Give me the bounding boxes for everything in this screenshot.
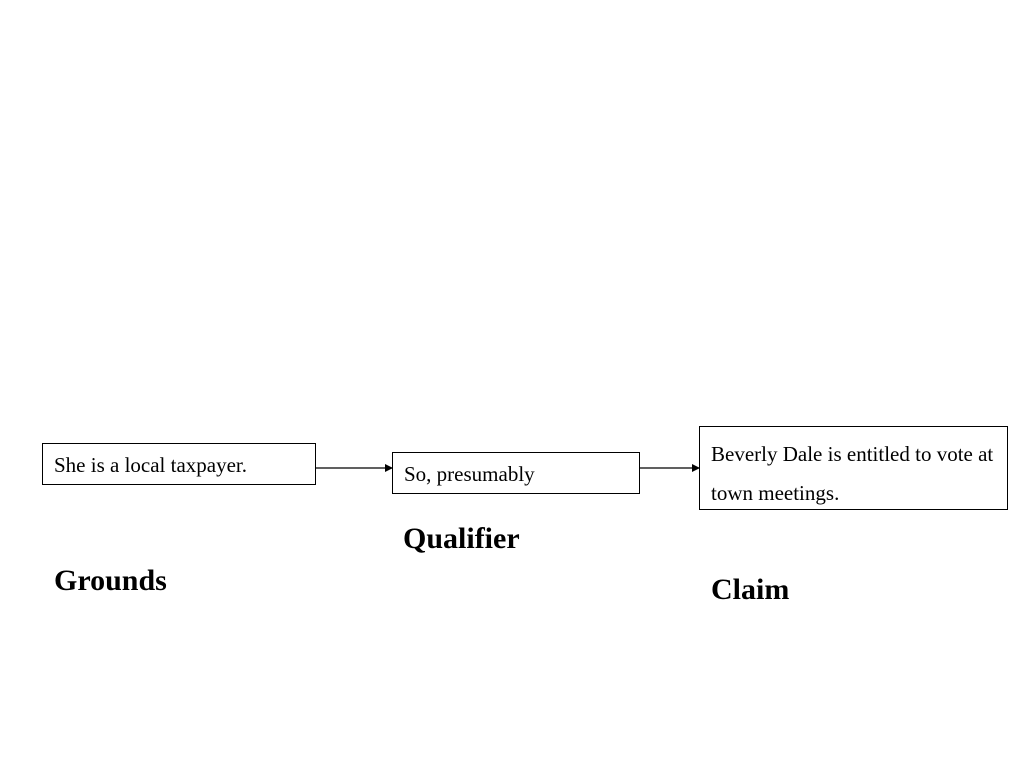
qualifier-box: So, presumably xyxy=(392,452,640,494)
grounds-text: She is a local taxpayer. xyxy=(54,453,248,477)
qualifier-label: Qualifier xyxy=(403,522,520,555)
claim-text: Beverly Dale is entitled to vote at town… xyxy=(711,442,994,505)
claim-label: Claim xyxy=(711,573,790,606)
grounds-label: Grounds xyxy=(54,564,167,597)
claim-box: Beverly Dale is entitled to vote at town… xyxy=(699,426,1008,510)
qualifier-text: So, presumably xyxy=(404,462,535,486)
grounds-box: She is a local taxpayer. xyxy=(42,443,316,485)
